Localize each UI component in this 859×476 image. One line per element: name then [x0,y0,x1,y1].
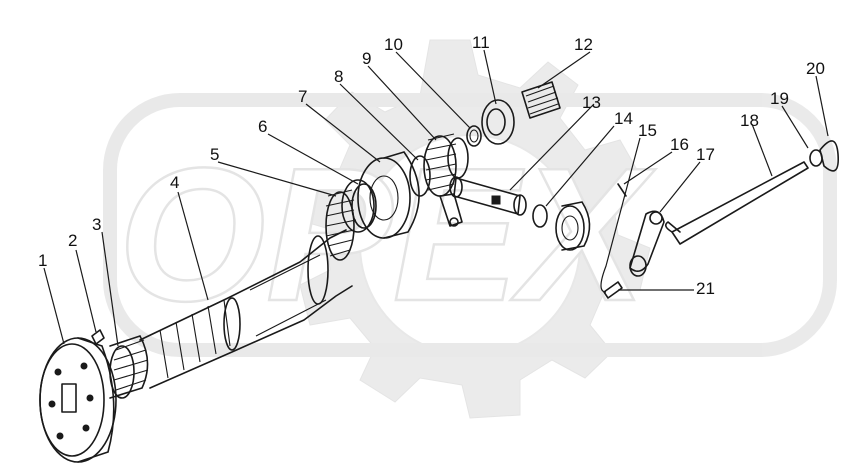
callout-12: 12 [574,35,593,54]
callout-14: 14 [614,109,633,128]
callout-19: 19 [770,89,789,108]
callout-17: 17 [696,145,715,164]
part-6-synchro-ring [341,179,377,233]
callout-11: 11 [472,33,490,52]
part-1-flange-disc [39,337,117,463]
watermark-text: OPEX [117,128,658,343]
part-15-bushing [555,201,591,251]
callout-2: 2 [68,231,77,250]
part-21-pin [603,281,623,299]
callout-9: 9 [362,49,371,68]
callout-18: 18 [740,111,759,130]
part-10-retaining-ring [466,125,482,147]
callout-21: 21 [696,279,715,298]
part-5-gear [325,189,357,261]
callout-16: 16 [670,135,689,154]
callout-13: 13 [582,93,601,112]
callout-1: 1 [38,251,47,270]
part-3-splined-hub [109,335,149,399]
callout-6: 6 [258,117,267,136]
callout-10: 10 [384,35,403,54]
part-11-thrust-washer [481,99,515,145]
callout-15: 15 [638,121,657,140]
part-7-sleeve-hub [357,151,420,239]
part-4-main-shaft [139,229,353,389]
callout-20: 20 [806,59,825,78]
part-17-lever [629,210,665,277]
svg-text:OPEX: OPEX [118,129,656,341]
watermark-gear-logo: OPEX [103,39,837,419]
callout-5: 5 [210,145,219,164]
callout-7: 7 [298,87,307,106]
callout-4: 4 [170,173,179,192]
part-8-ring [409,155,431,197]
part-14-o-ring [532,204,548,228]
part-13-shift-shaft [439,176,527,227]
part-18-rod [664,161,809,245]
callout-8: 8 [334,67,343,86]
callout-3: 3 [92,215,101,234]
part-20-knob [819,140,840,172]
leader-lines [43,49,829,347]
callout-labels: 1 2 3 4 5 6 7 8 9 10 11 12 13 14 15 16 1… [38,33,825,298]
part-2-key [91,329,105,345]
